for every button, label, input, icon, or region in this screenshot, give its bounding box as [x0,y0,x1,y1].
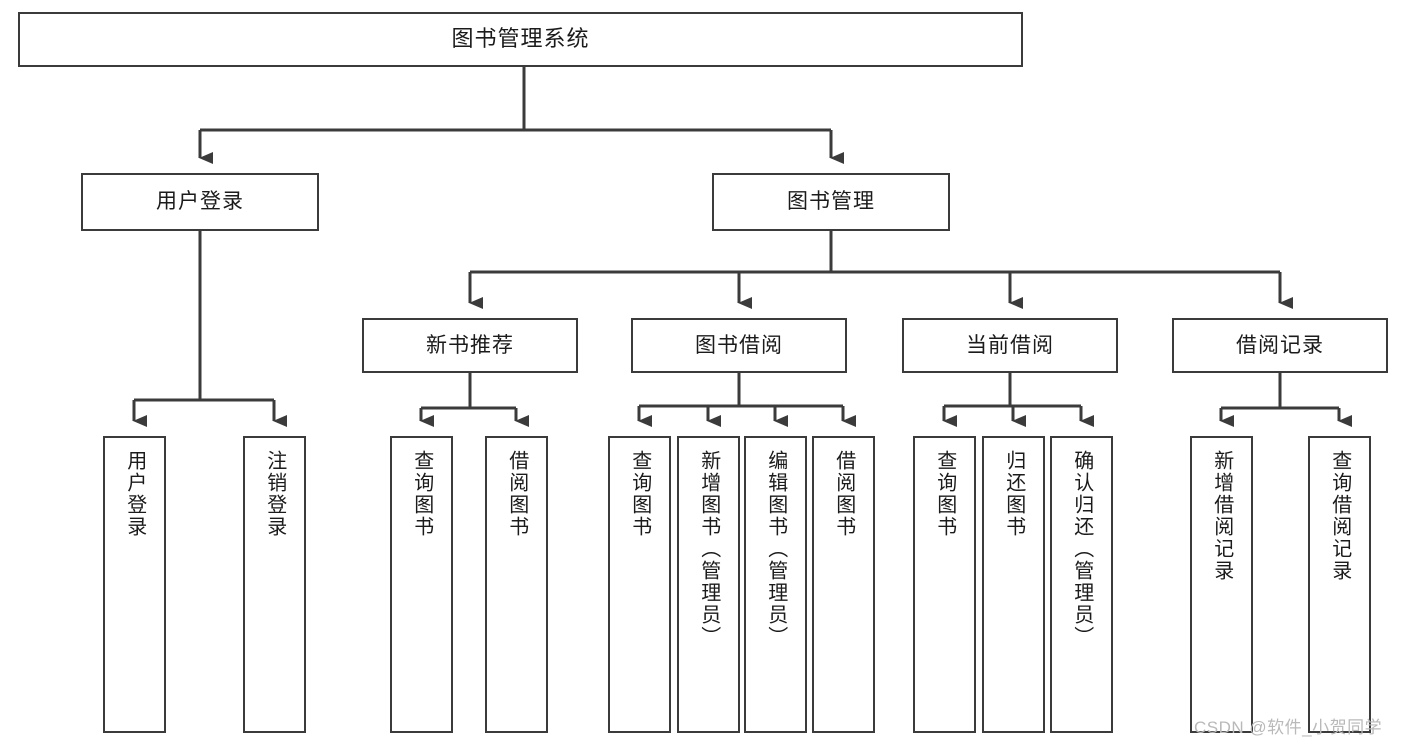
node-label: 查询图书 [410,450,433,538]
node-label: 借阅图书 [505,450,528,538]
leaf-borrow-edit-book[interactable]: 编辑图书（管理员） [744,436,807,733]
node-book-manage[interactable]: 图书管理 [712,173,950,231]
node-root-system[interactable]: 图书管理系统 [18,12,1023,67]
node-label: 确认归还（管理员） [1070,450,1093,648]
node-label: 用户登录 [123,450,146,538]
node-label: 借阅图书 [832,450,855,538]
node-label: 编辑图书（管理员） [764,450,787,648]
node-book-borrow[interactable]: 图书借阅 [631,318,847,373]
node-borrow-record[interactable]: 借阅记录 [1172,318,1388,373]
node-label: 借阅记录 [1236,333,1324,357]
leaf-record-search[interactable]: 查询借阅记录 [1308,436,1371,733]
leaf-borrow-add-book[interactable]: 新增图书（管理员） [677,436,740,733]
node-label: 查询图书 [628,450,651,538]
node-label: 图书管理 [787,190,875,214]
leaf-borrow-query-book[interactable]: 查询图书 [608,436,671,733]
leaf-rec-borrow-book[interactable]: 借阅图书 [485,436,548,733]
node-label: 新增借阅记录 [1210,450,1233,582]
node-label: 图书借阅 [695,333,783,357]
leaf-record-add[interactable]: 新增借阅记录 [1190,436,1253,733]
leaf-borrow-lend-book[interactable]: 借阅图书 [812,436,875,733]
leaf-rec-query-book[interactable]: 查询图书 [390,436,453,733]
node-label: 图书管理系统 [451,26,590,52]
node-label: 新书推荐 [426,333,514,357]
leaf-current-confirm-return[interactable]: 确认归还（管理员） [1050,436,1113,733]
node-label: 查询图书 [933,450,956,538]
node-user-login[interactable]: 用户登录 [81,173,319,231]
leaf-user-logout[interactable]: 注销登录 [243,436,306,733]
node-new-book-rec[interactable]: 新书推荐 [362,318,578,373]
leaf-user-login[interactable]: 用户登录 [103,436,166,733]
node-label: 当前借阅 [966,333,1054,357]
node-label: 用户登录 [156,190,244,214]
node-label: 查询借阅记录 [1328,450,1351,582]
node-label: 归还图书 [1002,450,1025,538]
leaf-current-return-book[interactable]: 归还图书 [982,436,1045,733]
leaf-current-query-book[interactable]: 查询图书 [913,436,976,733]
node-label: 新增图书（管理员） [697,450,720,648]
node-label: 注销登录 [263,450,286,538]
csdn-watermark: CSDN @软件_小贺同学 [1194,718,1383,737]
node-current-borrow[interactable]: 当前借阅 [902,318,1118,373]
